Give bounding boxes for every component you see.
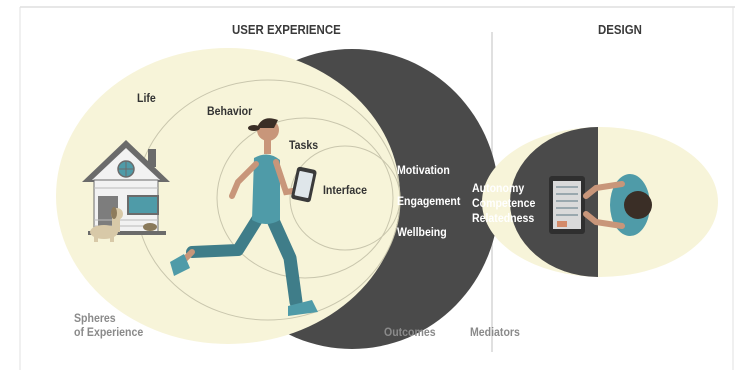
mediators-caption: Mediators	[470, 325, 520, 339]
tasks-sphere	[216, 117, 394, 279]
spheres-caption-line1: Spheres	[74, 311, 116, 325]
tablet-icon	[549, 176, 585, 234]
mediator-item: Competence	[472, 196, 536, 210]
phone-icon	[291, 166, 317, 203]
outcomes-caption: Outcomes	[384, 325, 436, 339]
life-label: Life	[137, 91, 156, 105]
tasks-label: Tasks	[289, 138, 319, 152]
design-heading: DESIGN	[598, 22, 642, 37]
interface-label: Interface	[323, 183, 368, 197]
runner-icon	[170, 118, 318, 316]
mediator-item: Relatedness	[472, 211, 535, 225]
person-top-view-icon	[583, 174, 652, 236]
outcome-item: Motivation	[397, 163, 450, 177]
outcome-item: Engagement	[397, 194, 461, 208]
spheres-caption-line2: of Experience	[74, 325, 144, 339]
mediator-item: Autonomy	[472, 181, 525, 195]
life-sphere	[56, 48, 400, 344]
interface-sphere	[289, 145, 401, 251]
outcome-item: Wellbeing	[397, 225, 447, 239]
dog-icon	[90, 207, 123, 242]
house-icon	[82, 140, 170, 235]
behavior-label: Behavior	[207, 104, 253, 118]
user-experience-heading: USER EXPERIENCE	[232, 22, 341, 37]
